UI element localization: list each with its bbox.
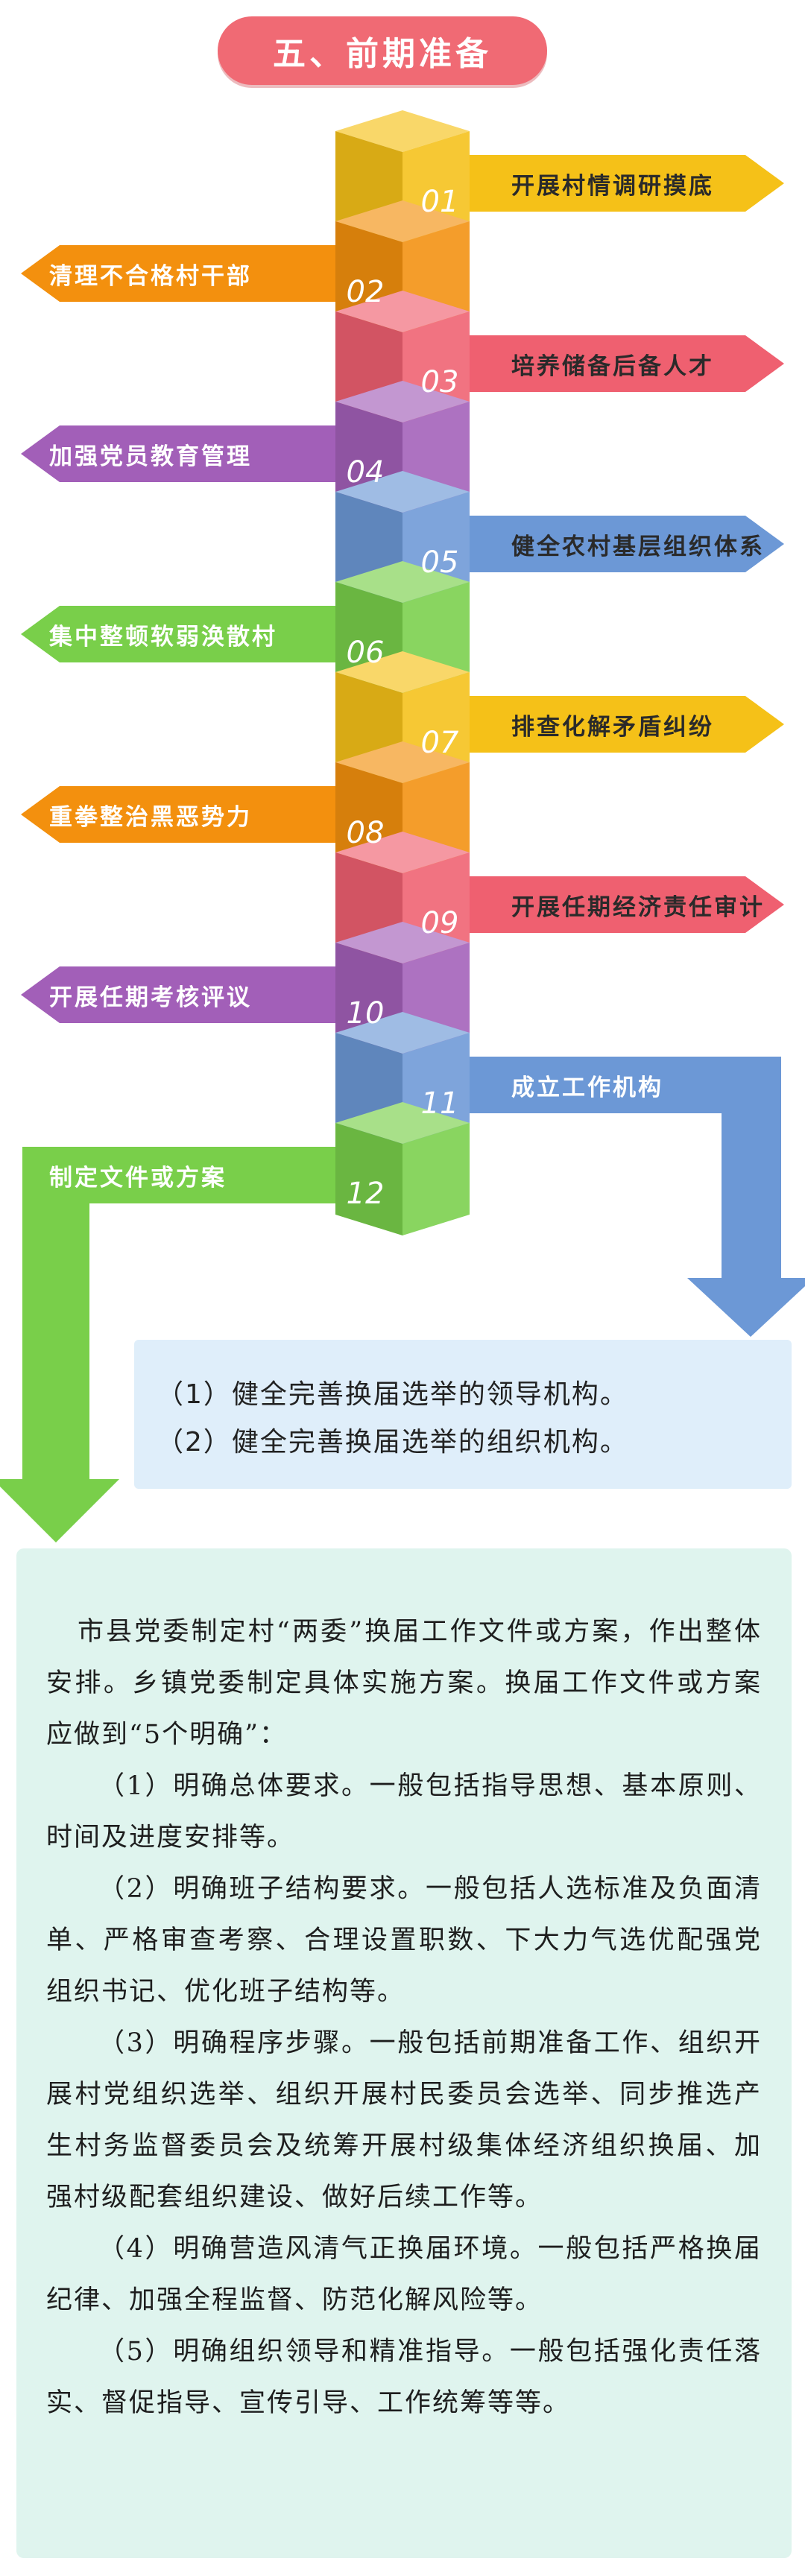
banner-arrow-10 bbox=[21, 966, 335, 1023]
step-number-11: 11 bbox=[420, 1086, 459, 1121]
step-number-08: 08 bbox=[346, 816, 385, 850]
content-item: （2）明确班子结构要求。一般包括人选标准及负面清单、严格审查考察、合理设置职数、… bbox=[46, 1874, 762, 2007]
cube-right-12 bbox=[402, 1123, 470, 1235]
step-number-07: 07 bbox=[420, 726, 459, 760]
step-label-01: 开展村情调研摸底 bbox=[511, 172, 714, 200]
step-label-12: 制定文件或方案 bbox=[49, 1164, 227, 1192]
step-label-10: 开展任期考核评议 bbox=[49, 984, 252, 1011]
step-label-03: 培养储备后备人才 bbox=[511, 352, 714, 380]
step-number-02: 02 bbox=[346, 275, 385, 309]
banner-arrow-08 bbox=[21, 786, 335, 843]
note-line: （2）健全完善换届选举的组织机构。 bbox=[157, 1427, 628, 1458]
banner-arrow-01 bbox=[470, 155, 784, 212]
step-label-07: 排查化解矛盾纠纷 bbox=[511, 713, 714, 741]
step-number-09: 09 bbox=[420, 906, 459, 940]
banner-arrow-06 bbox=[21, 606, 335, 662]
section-title: 五、前期准备 bbox=[218, 16, 547, 85]
step-number-05: 05 bbox=[420, 545, 459, 580]
banner-arrow-07 bbox=[470, 696, 784, 753]
step-label-04: 加强党员教育管理 bbox=[49, 443, 252, 470]
content-item: （4）明确营造风清气正换届环境。一般包括严格换届纪律、加强全程监督、防范化解风险… bbox=[46, 2234, 762, 2315]
step-number-01: 01 bbox=[420, 185, 459, 219]
organization-note: （1）健全完善换届选举的领导机构。 （2）健全完善换届选举的组织机构。 bbox=[134, 1340, 792, 1489]
step-label-05: 健全农村基层组织体系 bbox=[511, 533, 765, 560]
content-panel: 市县党委制定村“两委”换届工作文件或方案，作出整体安排。乡镇党委制定具体实施方案… bbox=[16, 1548, 792, 2558]
step-number-12: 12 bbox=[346, 1177, 385, 1211]
step-number-03: 03 bbox=[420, 365, 459, 399]
content-intro: 市县党委制定村“两委”换届工作文件或方案，作出整体安排。乡镇党委制定具体实施方案… bbox=[46, 1617, 762, 1750]
banner-arrow-09 bbox=[470, 876, 784, 933]
step-label-02: 清理不合格村干部 bbox=[49, 262, 252, 290]
step-number-04: 04 bbox=[346, 455, 385, 490]
step-label-08: 重拳整治黑恶势力 bbox=[49, 803, 252, 831]
banner-arrow-02 bbox=[21, 245, 335, 302]
banner-arrow-03 bbox=[470, 335, 784, 392]
step-label-11: 成立工作机构 bbox=[511, 1074, 663, 1101]
cube-left-12 bbox=[335, 1123, 402, 1235]
step-number-10: 10 bbox=[346, 996, 385, 1031]
content-item: （5）明确组织领导和精准指导。一般包括强化责任落实、督促指导、宣传引导、工作统筹… bbox=[46, 2337, 762, 2418]
step-number-06: 06 bbox=[346, 636, 385, 670]
banner-arrow-04 bbox=[21, 425, 335, 482]
step-label-09: 开展任期经济责任审计 bbox=[511, 893, 765, 921]
content-item: （1）明确总体要求。一般包括指导思想、基本原则、时间及进度安排等。 bbox=[46, 1771, 762, 1852]
banner-arrow-05 bbox=[470, 516, 784, 572]
connector-arrow-11 bbox=[470, 1057, 805, 1337]
note-line: （1）健全完善换届选举的领导机构。 bbox=[157, 1379, 628, 1410]
connector-arrow-12 bbox=[0, 1147, 335, 1542]
step-label-06: 集中整顿软弱涣散村 bbox=[49, 623, 277, 651]
content-item: （3）明确程序步骤。一般包括前期准备工作、组织开展村党组织选举、组织开展村民委员… bbox=[46, 2028, 762, 2212]
